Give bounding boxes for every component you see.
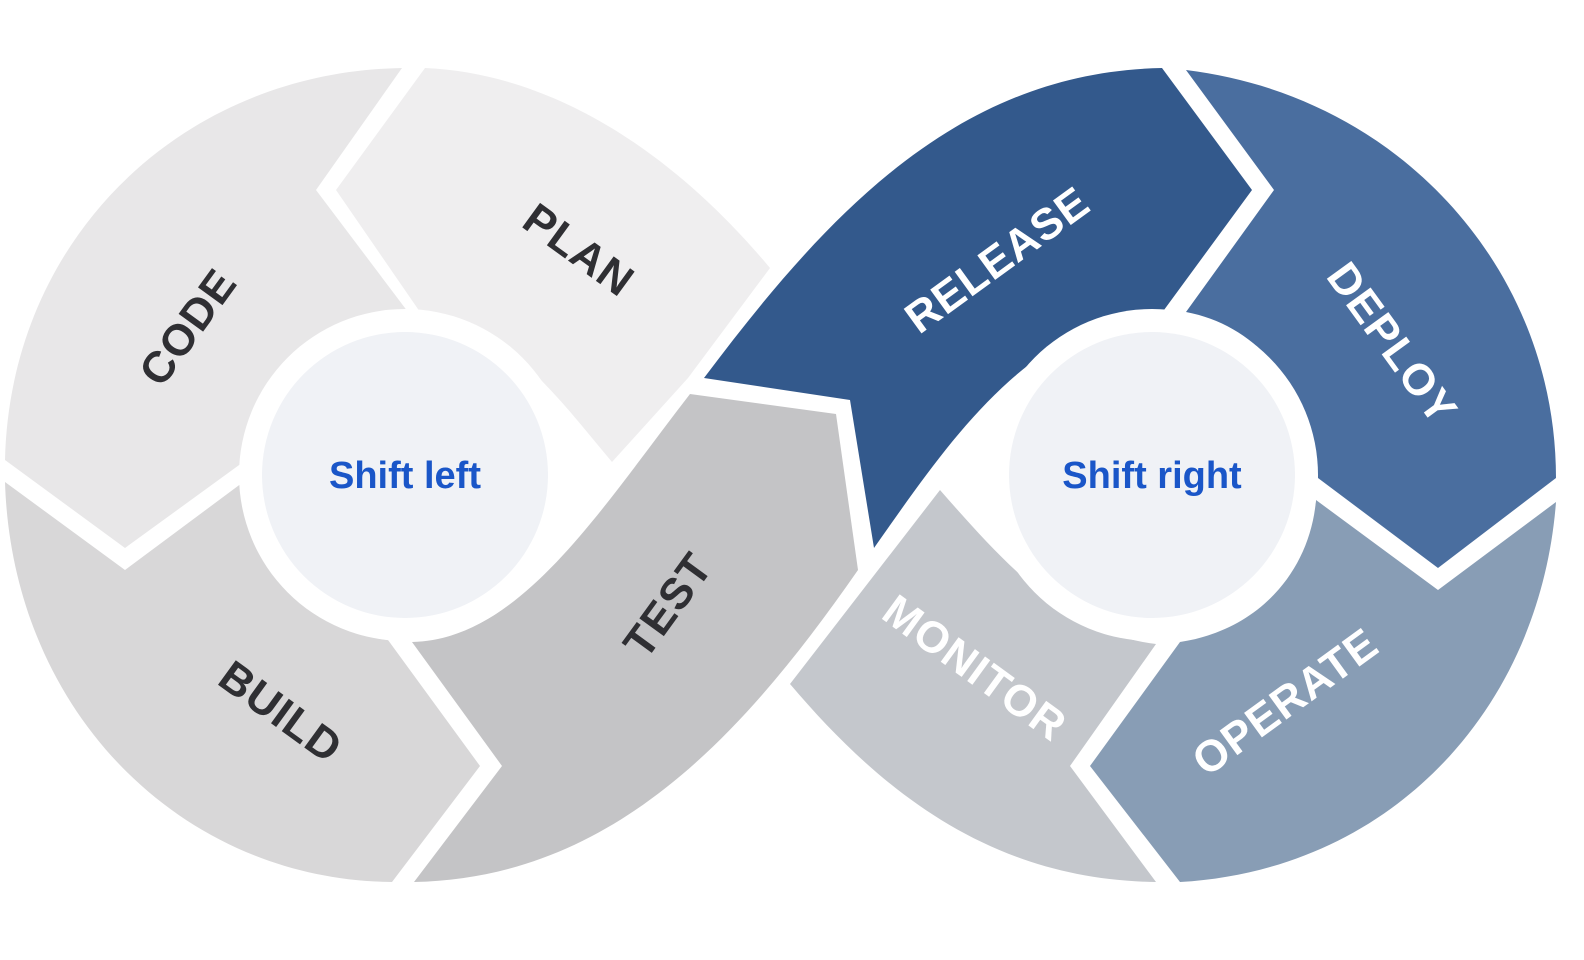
stage-deploy-segment <box>1186 70 1556 568</box>
stage-plan-segment <box>336 68 770 462</box>
stage-build-segment <box>5 480 480 882</box>
stage-operate-segment <box>1090 500 1556 882</box>
shift-right-label: Shift right <box>1062 455 1242 497</box>
shift-left-label: Shift left <box>329 455 481 497</box>
left-hub-circle <box>262 332 548 618</box>
left-loop: Shift left PLAN CODE BUILD TEST <box>5 68 858 882</box>
stage-monitor-segment <box>790 490 1156 882</box>
stage-test-segment <box>412 394 858 882</box>
stage-release-segment <box>704 68 1252 548</box>
right-hub-circle <box>1009 332 1295 618</box>
right-loop: Shift right RELEASE DEPLOY OPERATE MONIT… <box>704 68 1556 882</box>
stage-code-segment <box>5 68 408 548</box>
